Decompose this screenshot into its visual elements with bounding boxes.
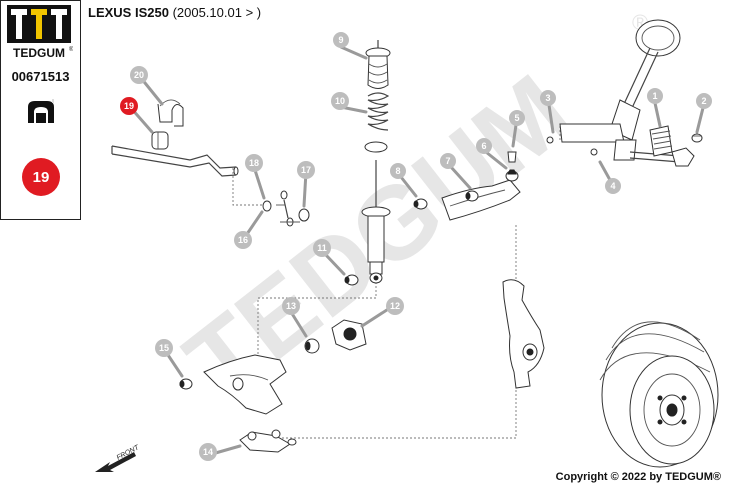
svg-text:4: 4: [610, 181, 615, 191]
svg-text:5: 5: [514, 113, 519, 123]
svg-text:17: 17: [301, 165, 311, 175]
svg-text:TEDGUM: TEDGUM: [13, 46, 65, 60]
svg-text:11: 11: [317, 243, 327, 253]
wheel-and-tire: [599, 321, 719, 468]
callout-11[interactable]: 11: [313, 239, 331, 257]
callout-10[interactable]: 10: [331, 92, 349, 110]
svg-text:2: 2: [701, 96, 706, 106]
callout-3[interactable]: 3: [540, 90, 556, 106]
callout-2[interactable]: 2: [696, 93, 712, 109]
callout-17[interactable]: 17: [297, 161, 315, 179]
svg-text:6: 6: [481, 141, 486, 151]
coil-spring: [367, 92, 390, 131]
callout-5[interactable]: 5: [509, 110, 525, 126]
svg-text:10: 10: [335, 96, 345, 106]
callout-12[interactable]: 12: [386, 297, 404, 315]
svg-text:16: 16: [238, 235, 248, 245]
lower-control-arm: [179, 319, 367, 415]
vehicle-title: LEXUS IS250 (2005.10.01 > ): [88, 5, 261, 20]
svg-text:12: 12: [390, 301, 400, 311]
part-number: 00671513: [11, 69, 70, 84]
front-direction-arrow: FRONT: [95, 444, 141, 472]
upper-control-arm: [413, 179, 521, 221]
spring-seat: [364, 141, 388, 153]
callout-6[interactable]: 6: [476, 138, 492, 154]
bushing-thumbnail-icon: [28, 99, 54, 123]
svg-text:®: ®: [69, 46, 73, 53]
svg-text:3: 3: [545, 93, 550, 103]
callout-19[interactable]: 19: [120, 97, 138, 115]
svg-text:14: 14: [203, 447, 213, 457]
callout-7[interactable]: 7: [440, 153, 456, 169]
svg-text:7: 7: [445, 156, 450, 166]
svg-text:19: 19: [124, 101, 134, 111]
vehicle-date-range: (2005.10.01 > ): [172, 5, 262, 20]
svg-text:8: 8: [395, 166, 400, 176]
callout-8[interactable]: 8: [390, 163, 406, 179]
shock-lower-bushing: [344, 274, 359, 286]
callout-1[interactable]: 1: [647, 88, 663, 104]
callout-18[interactable]: 18: [245, 154, 263, 172]
callout-20[interactable]: 20: [130, 66, 148, 84]
callout-4[interactable]: 4: [605, 178, 621, 194]
stabilizer-bar: [111, 131, 239, 177]
copyright-text: Copyright © 2022 by TEDGUM®: [555, 471, 721, 483]
tedgum-logo: TEDGUM ®: [7, 5, 73, 60]
position-badge: 19: [22, 158, 60, 196]
svg-text:13: 13: [286, 301, 296, 311]
svg-text:1: 1: [652, 91, 657, 101]
svg-text:20: 20: [134, 70, 144, 80]
callout-15[interactable]: 15: [155, 339, 173, 357]
vehicle-model: LEXUS IS250: [88, 5, 169, 20]
lower-ball-joint: [239, 429, 297, 453]
callout-16[interactable]: 16: [234, 231, 252, 249]
callout-9[interactable]: 9: [333, 32, 349, 48]
callout-13[interactable]: 13: [282, 297, 300, 315]
svg-text:15: 15: [159, 343, 169, 353]
strut-top-mount: [365, 40, 391, 89]
steering-assembly: [546, 19, 703, 167]
callout-14[interactable]: 14: [199, 443, 217, 461]
product-sidebar: TEDGUM ® 00671513 19: [0, 0, 81, 220]
upper-ball-joint: [505, 151, 519, 182]
stabilizer-link: [262, 190, 310, 227]
steering-knuckle: [502, 279, 545, 389]
shock-absorber: [361, 160, 391, 284]
svg-text:9: 9: [338, 35, 343, 45]
svg-text:18: 18: [249, 158, 259, 168]
